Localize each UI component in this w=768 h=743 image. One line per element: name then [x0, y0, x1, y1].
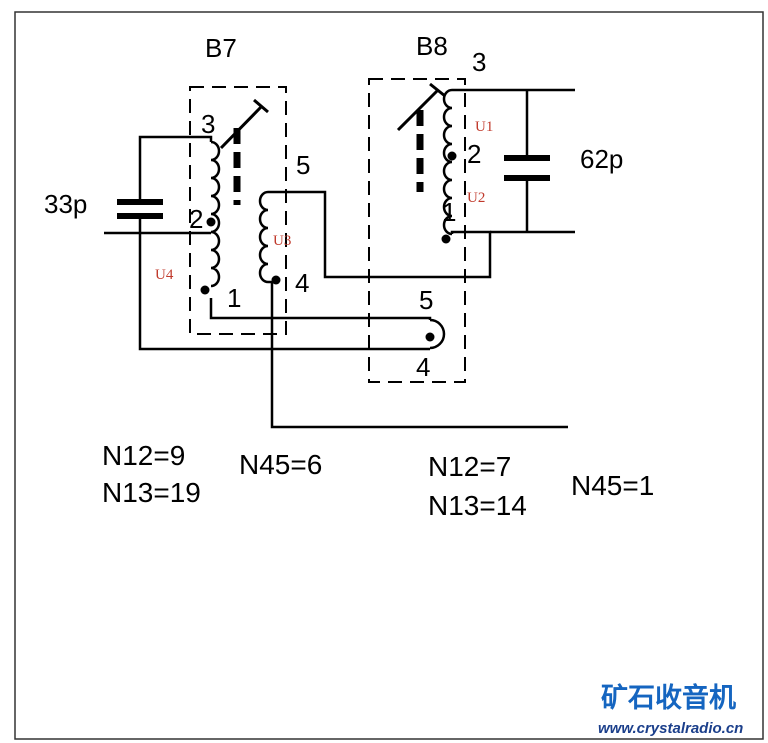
b7-dot-pin2 [206, 217, 216, 227]
transformer-b7: B7 3 2 1 5 4 U4 U3 [155, 33, 310, 335]
b8-pin1-label: 1 [442, 197, 456, 227]
b7-coil-label-u4: U4 [155, 267, 174, 283]
b7-shield-box [189, 86, 287, 335]
b7-pin4-label: 4 [295, 268, 309, 298]
b7-n13-formula: N13=19 [102, 477, 201, 508]
watermark-logo: 矿石收音机 www.crystalradio.cn [598, 682, 743, 737]
b7-pin3-label: 3 [201, 109, 215, 139]
capacitor-62p-label: 62p [580, 144, 623, 174]
wiring [104, 88, 575, 429]
b8-n45-formula: N45=1 [571, 470, 654, 501]
b7-coil-label-u3: U3 [273, 233, 291, 249]
outer-frame [14, 11, 764, 740]
b7-n45-formula: N45=6 [239, 449, 322, 480]
b8-pin3-label: 3 [472, 47, 486, 77]
b8-pin5-label: 5 [419, 285, 433, 315]
b8-dot-pin5 [425, 332, 435, 342]
b8-coupling-loop [429, 318, 446, 350]
watermark-title: 矿石收音机 [601, 682, 736, 714]
b7-name: B7 [205, 33, 237, 63]
capacitor-33p-label: 33p [44, 189, 87, 219]
b8-name: B8 [416, 31, 448, 61]
b8-n12-formula: N12=7 [428, 451, 511, 482]
b7-primary-winding [210, 140, 221, 288]
capacitor-62p: 62p [504, 144, 623, 181]
watermark-url: www.crystalradio.cn [598, 720, 743, 737]
b8-coil-label-u1: U1 [475, 119, 493, 135]
b8-pin4-label: 4 [416, 352, 430, 382]
b7-pin2-label: 2 [189, 204, 203, 234]
b7-tuning-slug [219, 98, 269, 150]
b8-winding [442, 88, 453, 236]
b8-formulas: N12=7 N13=14 N45=1 [428, 451, 654, 521]
b7-secondary-winding [258, 190, 269, 284]
b8-shield-box [368, 78, 466, 383]
capacitor-33p: 33p [44, 189, 163, 219]
b8-n13-formula: N13=14 [428, 490, 527, 521]
b7-n12-formula: N12=9 [102, 440, 185, 471]
transformer-b8: B8 3 2 1 U1 U2 5 4 [368, 31, 493, 383]
b7-formulas: N12=9 N13=19 N45=6 [102, 440, 322, 508]
b8-pin2-label: 2 [467, 139, 481, 169]
b8-dot-pin2 [447, 151, 457, 161]
b8-coil-label-u2: U2 [467, 190, 485, 206]
b7-pin1-label: 1 [227, 283, 241, 313]
b7-pin5-label: 5 [296, 150, 310, 180]
b8-dot-pin1 [441, 234, 451, 244]
b8-tuning-slug [396, 82, 446, 132]
b7-dot-pin4 [271, 275, 281, 285]
b7-dot-pin1 [200, 285, 210, 295]
